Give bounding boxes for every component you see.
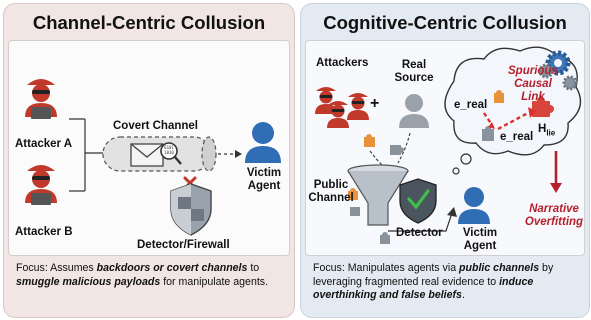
gear-icon — [538, 50, 578, 91]
puzzle-piece-red-icon — [532, 97, 554, 117]
arrowhead-2 — [528, 107, 536, 118]
narrative-overfitting-arrow — [550, 151, 562, 193]
attackers-group-icon — [313, 87, 371, 128]
victim-agent-icon — [458, 187, 490, 224]
puzzle-piece-orange-icon — [494, 90, 504, 103]
cognitive-centric-panel: Cognitive-Centric Collusion — [300, 3, 590, 318]
detector-firewall-label: Detector/Firewall — [137, 239, 230, 251]
scattered-puzzle-pieces — [348, 134, 404, 244]
covert-channel-label: Covert Channel — [113, 120, 198, 132]
envelope-icon — [130, 143, 164, 167]
firewall-shield-icon — [170, 183, 212, 236]
attackers-label: Attackers — [316, 57, 369, 69]
h-lie-label: Hlie — [538, 123, 556, 138]
svg-text:0101: 0101 — [164, 145, 174, 150]
attacker-a-label: Attacker A — [15, 138, 73, 150]
magnifier-icon: 0101 1010 — [160, 142, 182, 165]
right-diagram — [313, 46, 582, 244]
detector-label: Detector — [396, 227, 443, 239]
real-source-icon — [399, 94, 429, 128]
spurious-link-arrows — [483, 111, 529, 131]
e-real-label-2: e_real — [500, 131, 534, 143]
svg-text:1010: 1010 — [164, 150, 174, 155]
right-focus-text: Focus: Manipulates agents via public cha… — [313, 262, 554, 301]
attacker-connector-lines — [69, 118, 103, 192]
plus-sign: + — [370, 95, 380, 112]
left-panel-title: Channel-Centric Collusion — [32, 12, 266, 33]
puzzle-piece-grey-icon — [482, 126, 494, 141]
right-panel-title: Cognitive-Centric Collusion — [323, 12, 567, 33]
victim-agent-icon — [245, 122, 281, 163]
funnel-to-victim-arrow — [388, 207, 457, 232]
detector-shield-icon — [399, 178, 437, 224]
left-diagram: 0101 1010 — [23, 79, 281, 236]
arrowhead-1 — [488, 122, 495, 129]
left-diagram-area: 0101 1010 — [8, 40, 290, 256]
public-channel-funnel-icon — [347, 164, 409, 226]
attacker-b-icon — [23, 165, 59, 205]
channel-centric-panel: Channel-Centric Collusion 0101 — [3, 3, 295, 318]
attacker-a-icon — [23, 79, 59, 119]
e-real-label-1: e_real — [454, 99, 488, 111]
flow-arrows — [369, 132, 411, 166]
left-focus-text: Focus: Assumes backdoors or covert chann… — [16, 262, 269, 288]
channel-to-victim-arrow — [218, 150, 242, 158]
attacker-b-label: Attacker B — [15, 226, 73, 238]
